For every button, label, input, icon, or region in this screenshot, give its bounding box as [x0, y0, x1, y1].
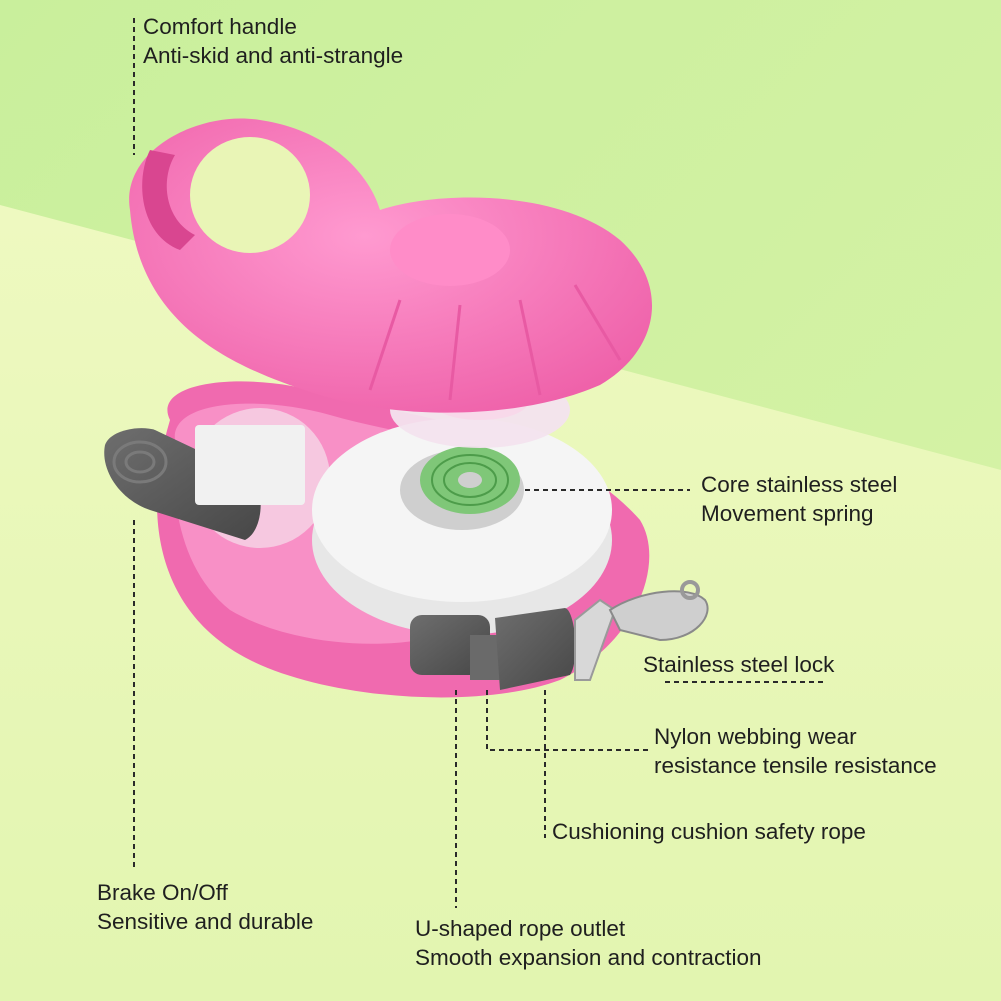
upper-shell: [129, 118, 653, 413]
webbing-leader: [486, 690, 648, 751]
label-rope-outlet: U-shaped rope outlet Smooth expansion an…: [415, 914, 761, 972]
label-line: Brake On/Off: [97, 880, 228, 905]
label-line: Anti-skid and anti-strangle: [143, 43, 404, 68]
reel: [312, 418, 612, 635]
label-nylon-webbing: Nylon webbing wear resistance tensile re…: [654, 722, 937, 780]
label-line: Stainless steel lock: [643, 652, 835, 677]
brake-button: [104, 428, 261, 540]
label-brake: Brake On/Off Sensitive and durable: [97, 878, 313, 936]
label-line: Smooth expansion and contraction: [415, 945, 762, 970]
label-line: Movement spring: [701, 501, 874, 526]
label-comfort-handle: Comfort handle Anti-skid and anti-strang…: [143, 12, 403, 70]
label-line: Sensitive and durable: [97, 909, 314, 934]
brake-mechanism: [195, 425, 305, 505]
label-core-spring: Core stainless steel Movement spring: [701, 470, 897, 528]
label-line: Core stainless steel: [701, 472, 898, 497]
label-line: Comfort handle: [143, 14, 297, 39]
label-line: U-shaped rope outlet: [415, 916, 626, 941]
label-line: resistance tensile resistance: [654, 753, 937, 778]
stainless-steel-lock: [574, 580, 709, 681]
label-cushion-rope: Cushioning cushion safety rope: [552, 817, 866, 846]
anti-skid-grip: [142, 150, 195, 250]
label-lock: Stainless steel lock: [643, 650, 834, 679]
handle-hole: [190, 137, 310, 253]
label-line: Cushioning cushion safety rope: [552, 819, 866, 844]
label-line: Nylon webbing wear: [654, 724, 857, 749]
rope-outlet: [410, 608, 576, 690]
